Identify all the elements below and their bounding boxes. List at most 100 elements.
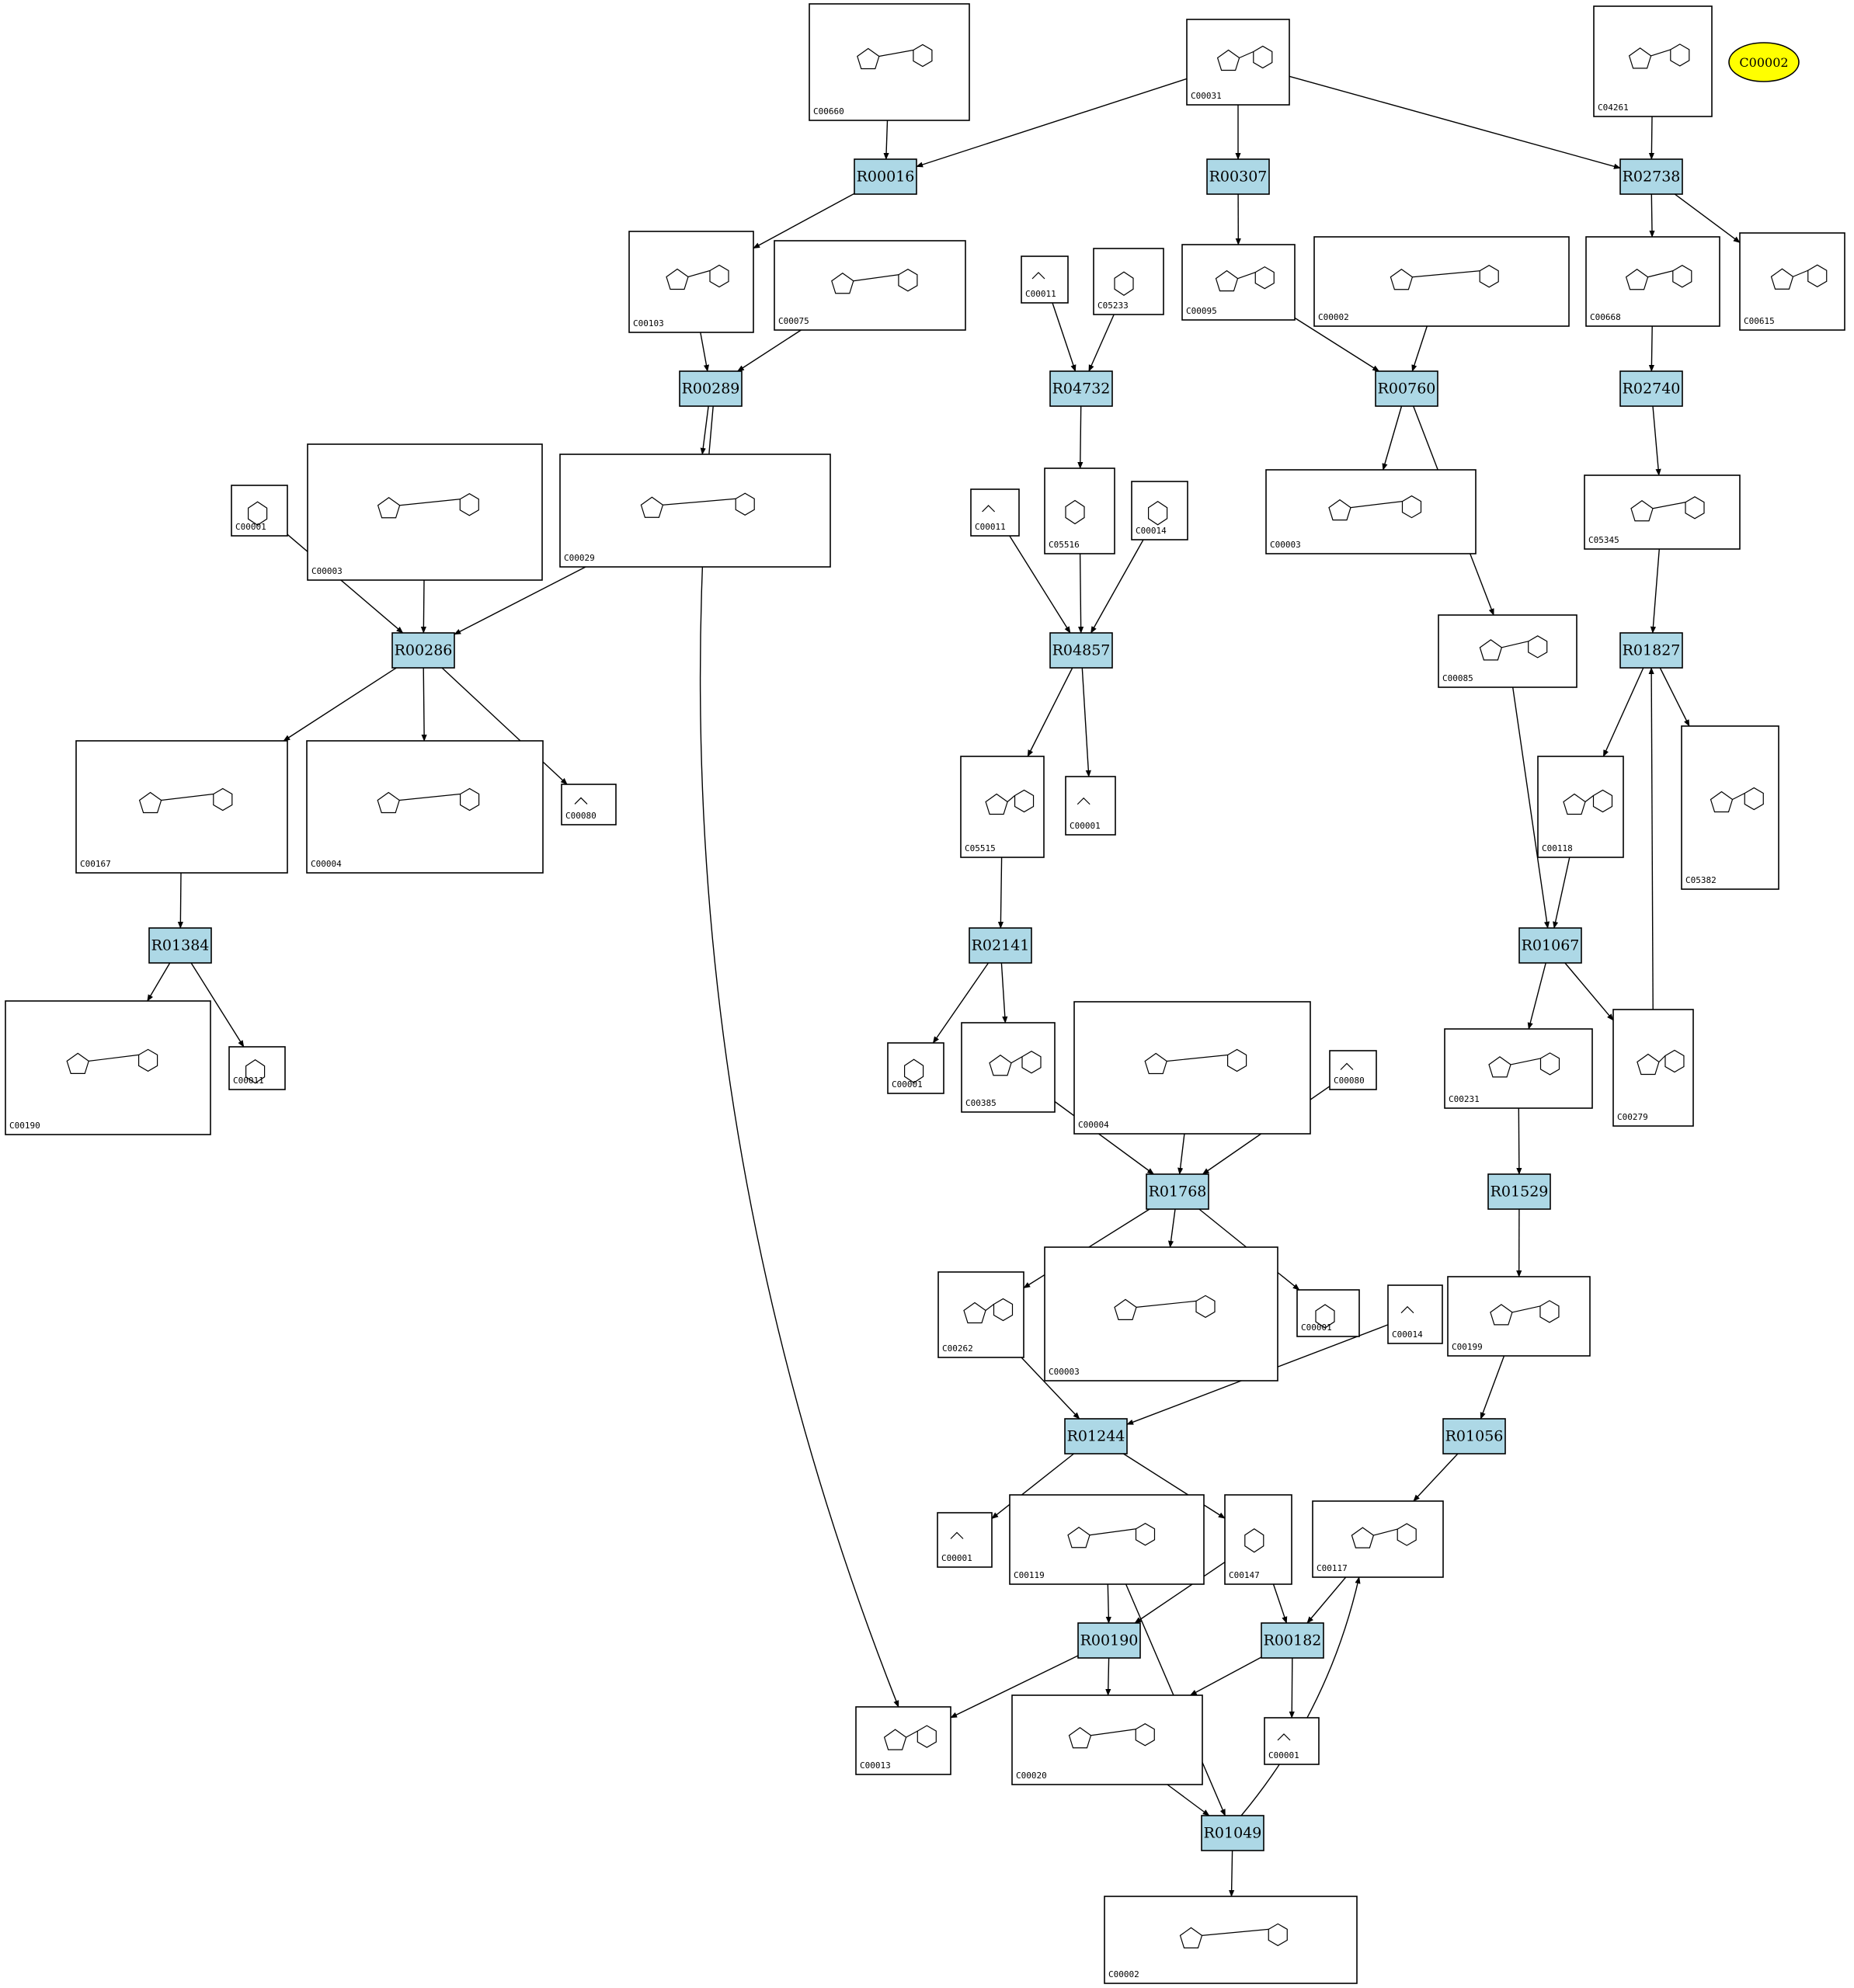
compound-id: C05382 (1685, 875, 1717, 885)
reaction-box (679, 370, 743, 407)
compound-node[interactable]: C00118 (1537, 756, 1624, 858)
compound-node[interactable]: C00004 (306, 740, 544, 874)
compound-node[interactable]: C00385 (961, 1022, 1056, 1113)
reaction-node[interactable]: R02738 (1619, 158, 1683, 195)
compound-node[interactable]: C00029 (559, 454, 831, 568)
compound-node[interactable]: C05516 (1044, 467, 1115, 554)
structure-drawing (1563, 789, 1613, 815)
reaction-node[interactable]: R00016 (854, 158, 917, 195)
compound-node[interactable]: C00004 (1073, 1001, 1311, 1135)
reaction-node[interactable]: R01056 (1442, 1418, 1506, 1455)
reaction-node[interactable]: R01049 (1201, 1815, 1264, 1851)
reaction-node[interactable]: R04857 (1049, 632, 1113, 669)
compound-node[interactable]: C00031 (1186, 19, 1290, 106)
compound-box (1447, 1276, 1591, 1357)
compound-node[interactable]: C05233 (1093, 248, 1164, 315)
edge-arrow (1512, 686, 1550, 929)
compound-node[interactable]: C00262 (937, 1271, 1024, 1358)
reaction-node[interactable]: R02141 (969, 927, 1032, 964)
compound-box (1438, 614, 1577, 688)
structure-drawing (1630, 496, 1705, 522)
reaction-node[interactable]: R01529 (1487, 1173, 1551, 1210)
reaction-node[interactable]: R01827 (1619, 632, 1683, 669)
compound-node[interactable]: C00001 (1264, 1717, 1320, 1765)
reaction-id: R01067 (1522, 937, 1580, 954)
compound-node[interactable]: C00147 (1224, 1494, 1292, 1585)
compound-node[interactable]: C00003 (307, 443, 543, 581)
compound-node[interactable]: C00660 (809, 3, 970, 121)
reaction-node[interactable]: R00286 (391, 632, 455, 669)
compound-node[interactable]: C00011 (1021, 255, 1069, 304)
reaction-id: R00760 (1378, 381, 1436, 398)
structure-drawing (1065, 499, 1085, 525)
compound-node[interactable]: C00001 (1296, 1289, 1360, 1337)
compound-node[interactable]: C00003 (1265, 469, 1477, 554)
reaction-id: R01384 (151, 937, 210, 954)
reaction-node[interactable]: R01244 (1064, 1418, 1128, 1455)
compound-box (628, 231, 754, 333)
compound-node[interactable]: C00231 (1444, 1028, 1593, 1109)
compound-node[interactable]: C00002 (1313, 236, 1570, 327)
compound-box (1181, 244, 1296, 321)
compound-node[interactable]: C00001 (1065, 776, 1116, 836)
reaction-box (1049, 370, 1113, 407)
compound-id: C00029 (564, 553, 595, 563)
reaction-node[interactable]: R02740 (1619, 370, 1683, 407)
edge-arrow (190, 962, 245, 1048)
reaction-box (391, 632, 455, 669)
compound-node[interactable]: C00080 (1329, 1050, 1377, 1090)
reaction-node[interactable]: R00289 (679, 370, 743, 407)
compound-box (1593, 5, 1713, 117)
compound-box (559, 454, 831, 568)
compound-box (1329, 1050, 1377, 1090)
compound-node[interactable]: C04261 (1593, 5, 1713, 117)
structure-drawing (248, 501, 268, 526)
compound-node[interactable]: C05382 (1681, 725, 1779, 890)
compound-node[interactable]: C00002 (1104, 1896, 1358, 1984)
compound-node[interactable]: C05515 (960, 756, 1045, 858)
compound-node[interactable]: C00668 (1585, 236, 1720, 327)
compound-node[interactable]: C00095 (1181, 244, 1296, 321)
reaction-node[interactable]: R01384 (148, 927, 212, 964)
compound-id: C00103 (633, 318, 664, 328)
compound-node[interactable]: C00117 (1312, 1500, 1444, 1578)
compound-node[interactable]: C00075 (774, 240, 966, 331)
compound-node[interactable]: C00020 (1011, 1694, 1203, 1785)
compound-id: C00001 (1070, 821, 1101, 831)
compound-node[interactable]: C00003 (1044, 1246, 1278, 1382)
compound-id: C00118 (1542, 843, 1573, 853)
reaction-node[interactable]: R01768 (1146, 1173, 1209, 1210)
structure-drawing (1147, 501, 1168, 526)
reaction-box (148, 927, 212, 964)
compound-node[interactable]: C00199 (1447, 1276, 1591, 1357)
reaction-node[interactable]: R00182 (1261, 1622, 1324, 1659)
structure-drawing (1144, 1048, 1247, 1075)
reaction-node[interactable]: R00307 (1206, 158, 1270, 195)
compound-node[interactable]: C00167 (75, 740, 288, 874)
compound-node[interactable]: C00011 (970, 488, 1020, 537)
compound-node[interactable]: C00103 (628, 231, 754, 333)
compound-node[interactable]: C00001 (231, 485, 288, 537)
reaction-box (854, 158, 917, 195)
compound-node[interactable]: C00615 (1739, 232, 1845, 331)
compound-node[interactable]: C00190 (5, 1000, 211, 1135)
compound-node[interactable]: C00014 (1387, 1284, 1443, 1344)
compound-node[interactable]: C00085 (1438, 614, 1577, 688)
compound-node[interactable]: C00119 (1009, 1494, 1205, 1585)
compound-node[interactable]: C00001 (937, 1512, 993, 1568)
edge-arrow (441, 667, 568, 785)
reaction-node[interactable]: R04732 (1049, 370, 1113, 407)
compound-node[interactable]: C05345 (1584, 474, 1741, 550)
legend-ellipse[interactable]: C00002 (1728, 42, 1800, 82)
compound-node[interactable]: C00001 (887, 1042, 944, 1094)
compound-node[interactable]: C00013 (855, 1706, 951, 1775)
structure-drawing (1351, 1523, 1417, 1548)
structure-drawing (985, 789, 1035, 815)
reaction-node[interactable]: R00190 (1077, 1622, 1141, 1659)
reaction-node[interactable]: R01067 (1518, 927, 1582, 964)
compound-node[interactable]: C00014 (1131, 481, 1188, 540)
compound-node[interactable]: C00279 (1612, 1009, 1694, 1127)
compound-node[interactable]: C00011 (228, 1046, 286, 1090)
reaction-node[interactable]: R00760 (1375, 370, 1438, 407)
compound-node[interactable]: C00080 (561, 784, 617, 825)
